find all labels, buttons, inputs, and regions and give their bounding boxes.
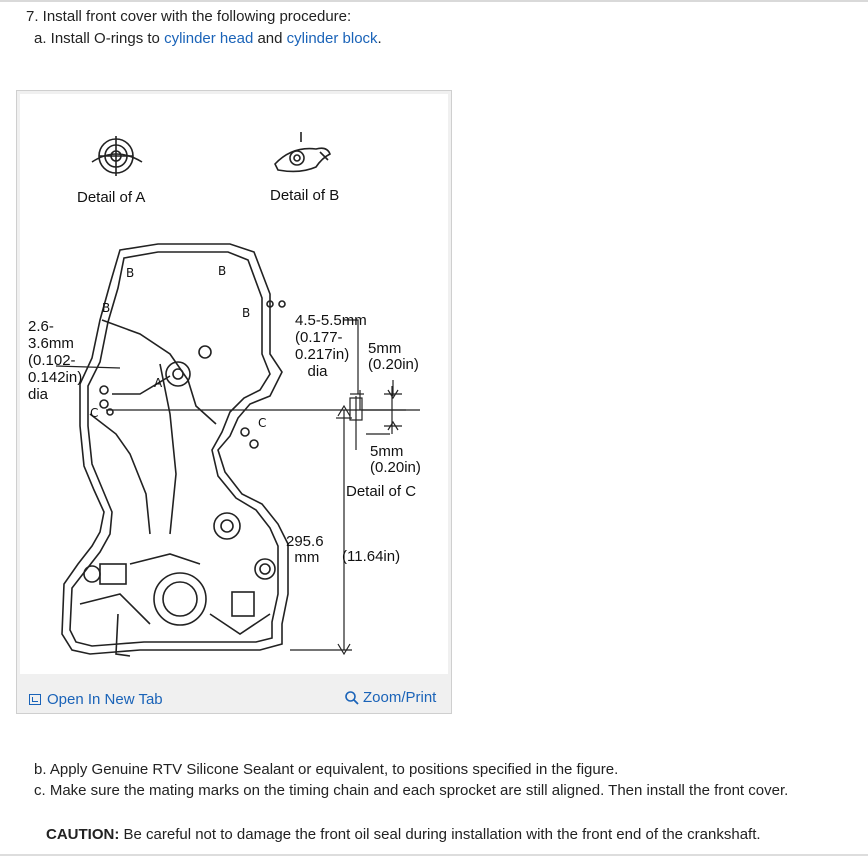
marker-b-3: B — [102, 301, 111, 315]
detail-b-caption: Detail of B — [270, 187, 340, 204]
open-in-new-tab-link[interactable]: Open In New Tab — [29, 691, 163, 708]
detail-a-seal-drawing — [91, 136, 143, 176]
open-in-new-tab-label: Open In New Tab — [47, 691, 163, 708]
caution-text: Be careful not to damage the front oil s… — [119, 826, 761, 843]
marker-c-1: C — [90, 406, 99, 420]
new-tab-icon — [29, 694, 41, 705]
marker-c-2: C — [258, 416, 267, 430]
dimension-lines — [55, 319, 420, 656]
front-cover-diagram[interactable]: Detail of A Detail of B 2.6- 3.6mm (0.10… — [20, 94, 448, 674]
marker-b-1: B — [126, 266, 135, 280]
caution-label: CAUTION: — [46, 826, 120, 843]
step-b: b. Apply Genuine RTV Silicone Sealant or… — [34, 761, 619, 778]
cylinder-block-link[interactable]: cylinder block — [286, 30, 378, 47]
marker-b-4: B — [242, 306, 251, 320]
bead-c-diameter-label: 4.5-5.5mm (0.177- 0.217in) dia — [295, 312, 367, 380]
gap-top-label: 5mm (0.20in) — [368, 340, 419, 373]
step-a: a. Install O-rings to cylinder head and … — [34, 30, 382, 47]
bottom-divider — [0, 854, 868, 856]
left-bead-diameter-label: 2.6- 3.6mm (0.102- 0.142in) dia — [28, 318, 83, 403]
gap-bottom-label: 5mm (0.20in) — [370, 443, 421, 476]
cylinder-head-link[interactable]: cylinder head — [164, 30, 254, 47]
zoom-print-label: Zoom/Print — [363, 689, 437, 706]
zoom-print-link[interactable]: Zoom/Print — [344, 689, 436, 706]
step-a-prefix: a. Install O-rings to — [34, 30, 165, 47]
length-in-label: (11.64in) — [342, 548, 401, 565]
front-cover-outline — [61, 243, 289, 657]
marker-b-2: B — [218, 264, 227, 278]
step-a-middle: and — [253, 30, 287, 47]
front-cover-drawing — [55, 132, 420, 657]
marker-a: A — [154, 376, 163, 390]
step-c: c. Make sure the mating marks on the tim… — [34, 782, 789, 799]
top-divider — [0, 0, 868, 2]
step-7-heading: 7. Install front cover with the followin… — [26, 8, 352, 25]
caution-note: CAUTION: Be careful not to damage the fr… — [46, 826, 761, 843]
magnifier-icon — [345, 690, 359, 705]
detail-c-caption: Detail of C — [346, 483, 417, 500]
length-mm-label: 295.6 mm — [286, 533, 324, 566]
step-a-suffix: . — [377, 30, 382, 47]
detail-a-caption: Detail of A — [77, 189, 146, 206]
detail-b-seal-drawing — [274, 132, 332, 173]
figure-frame: Detail of A Detail of B 2.6- 3.6mm (0.10… — [16, 90, 452, 714]
